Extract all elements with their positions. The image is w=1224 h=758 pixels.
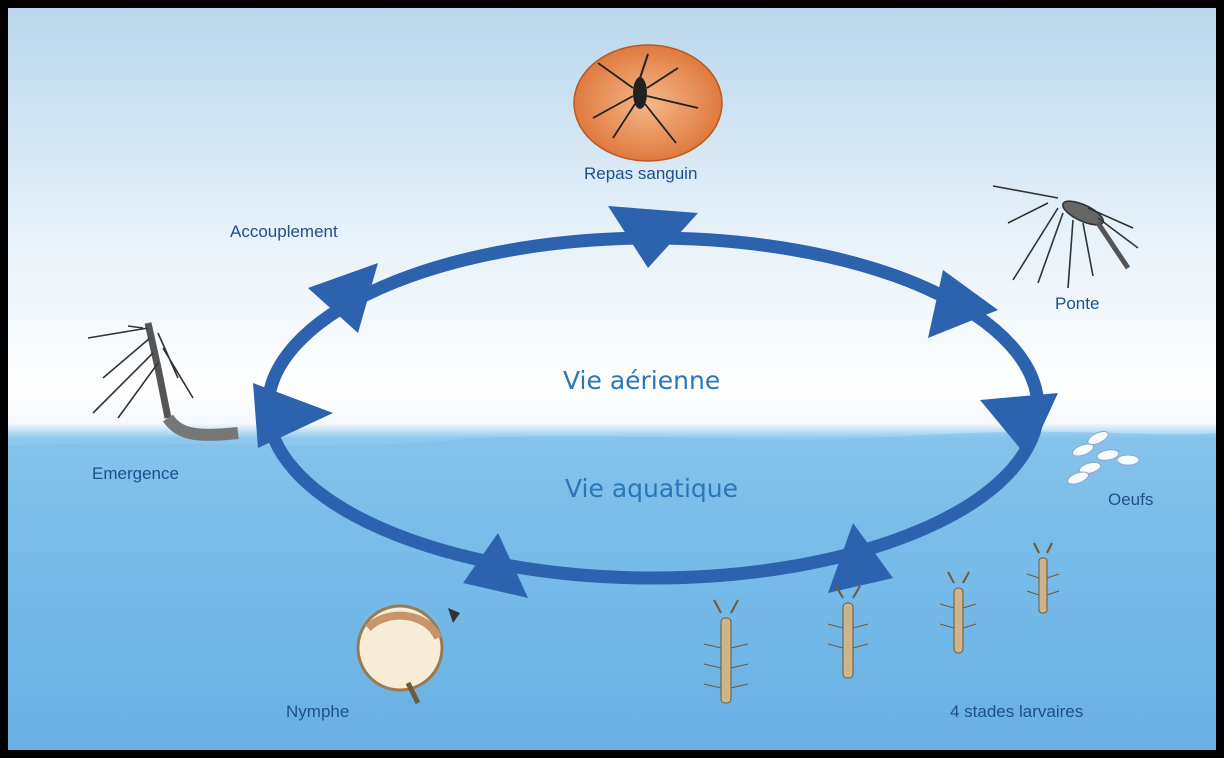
pupa-illustration bbox=[356, 604, 460, 705]
arrow-head-right bbox=[980, 393, 1058, 458]
stage-label-pupa: Nymphe bbox=[286, 702, 350, 721]
arrow-head-upper-left bbox=[308, 263, 378, 333]
lifecycle-diagram: Vie aérienne Vie aquatique Repas sanguin… bbox=[8, 8, 1216, 750]
larvae-illustration bbox=[703, 542, 1060, 704]
stage-label-larvae: 4 stades larvaires bbox=[950, 702, 1084, 721]
stage-label-egg-laying: Ponte bbox=[1055, 294, 1100, 313]
eggs-illustration bbox=[1067, 431, 1140, 485]
water-surface bbox=[8, 431, 1216, 750]
arrow-head-top bbox=[608, 206, 698, 268]
diagram-canvas bbox=[8, 44, 1216, 750]
arrow-head-left bbox=[253, 383, 333, 448]
stage-label-blood-meal: Repas sanguin bbox=[584, 164, 698, 183]
arrow-head-lower-right bbox=[828, 523, 893, 593]
egg-laying-mosquito-illustration bbox=[992, 185, 1139, 289]
arrow-head-upper-right bbox=[928, 270, 998, 338]
stage-label-eggs: Oeufs bbox=[1108, 490, 1154, 509]
arrow-head-lower-left bbox=[463, 533, 528, 598]
stage-label-emergence: Emergence bbox=[92, 464, 179, 483]
zone-label-air: Vie aérienne bbox=[563, 366, 721, 395]
emerging-mosquito-illustration bbox=[87, 322, 239, 441]
zone-label-water: Vie aquatique bbox=[565, 474, 739, 503]
stage-label-mating: Accouplement bbox=[230, 222, 338, 241]
blood-meal-illustration bbox=[573, 44, 723, 162]
